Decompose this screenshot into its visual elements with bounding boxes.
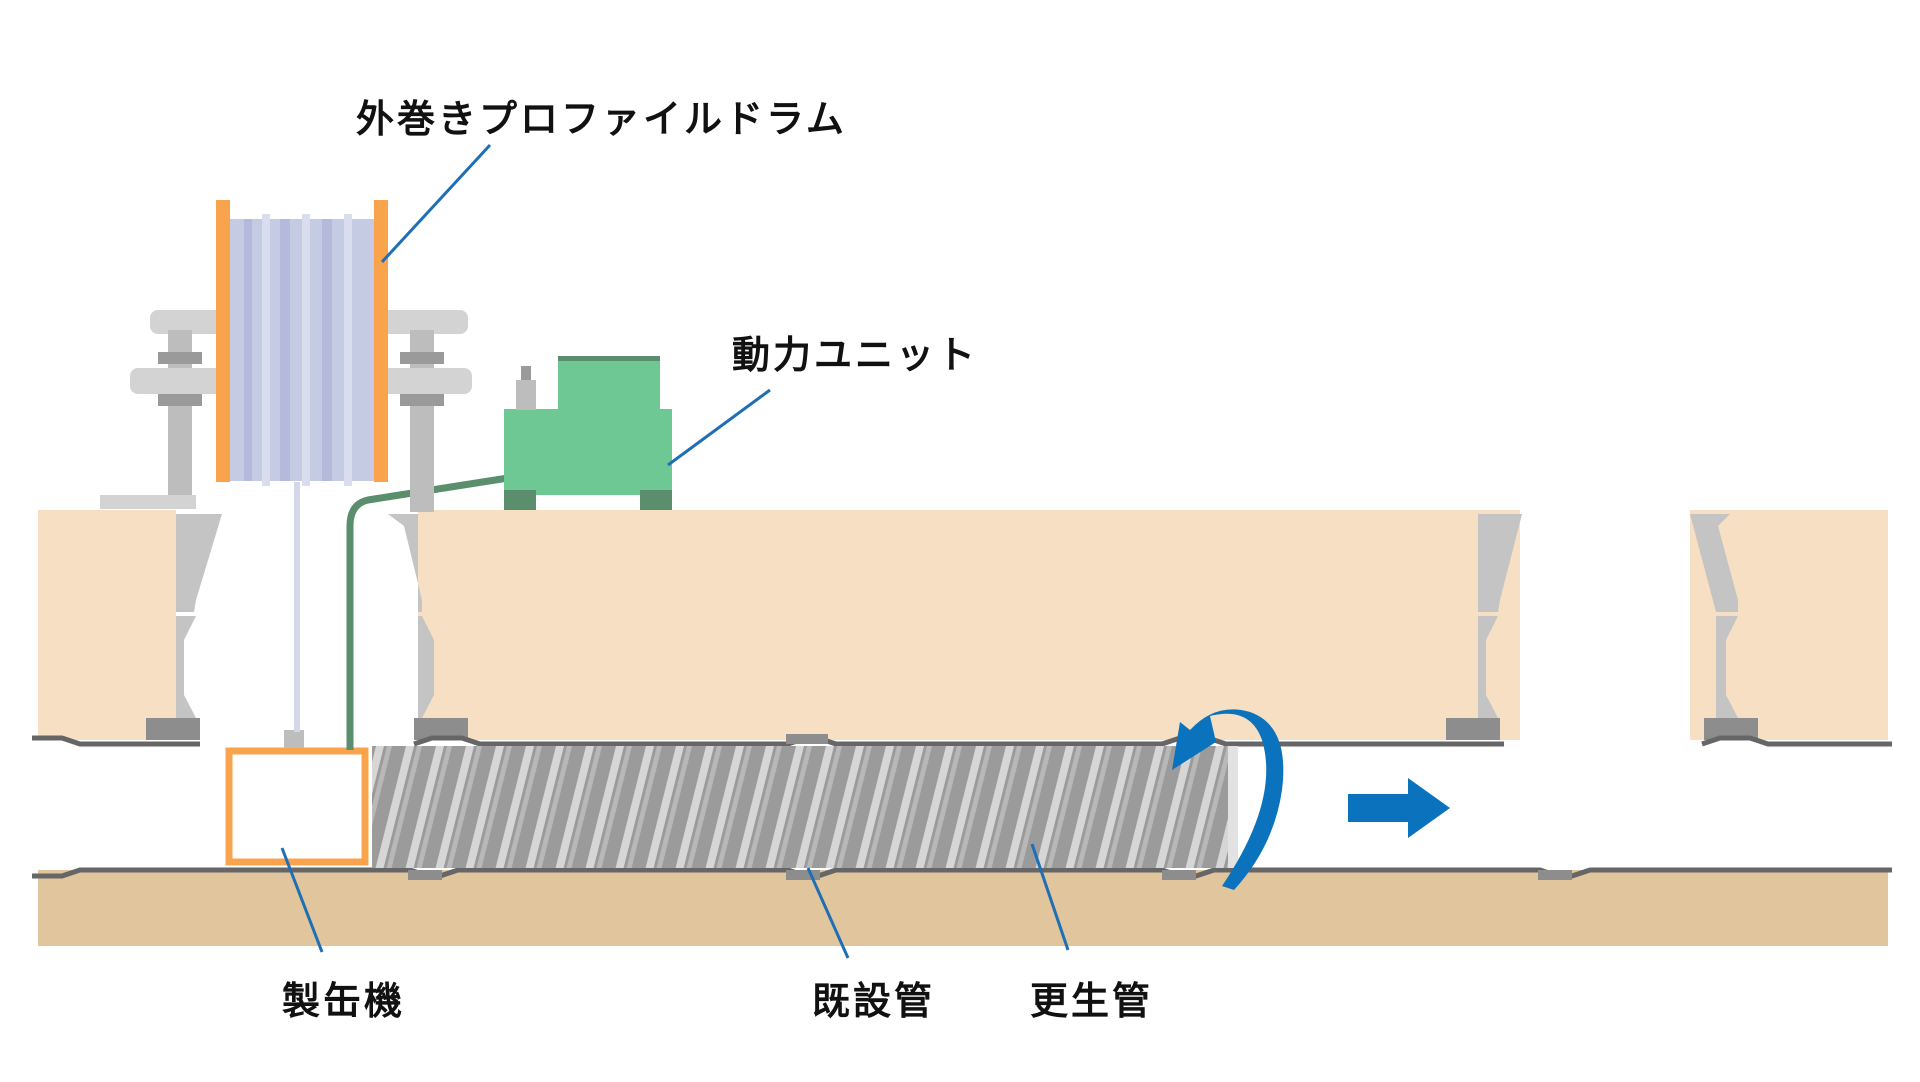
stand-clamp2-left <box>158 394 202 406</box>
power-unit-top <box>558 358 660 416</box>
right-arrow-icon <box>1348 778 1450 838</box>
renewal-pipe-end <box>1228 746 1238 868</box>
profile-drum <box>216 200 388 486</box>
power-unit-body <box>504 409 672 495</box>
renewal-pipe-body <box>372 746 1228 868</box>
stand-wing-right <box>372 368 472 394</box>
manhole-base-4 <box>1704 718 1758 740</box>
power-unit-foot-right <box>640 490 672 510</box>
power-unit-top-edge <box>558 356 660 361</box>
rotation-arrow-icon <box>1172 709 1284 890</box>
drum-stand-right <box>372 310 472 512</box>
power-unit-valve-cap <box>521 366 531 380</box>
stand-wing-left <box>130 368 230 394</box>
stand-clamp-right <box>400 352 444 364</box>
stand-clamp2-right <box>400 394 444 406</box>
renewal-pipe-label: 更生管 <box>1030 979 1154 1023</box>
pipe-joint-3 <box>786 870 820 880</box>
drum-label: 外巻きプロファイルドラム <box>356 97 847 141</box>
drum-flange-left <box>216 200 230 482</box>
leader-machine <box>280 847 324 953</box>
leader-lines <box>280 143 1070 959</box>
soil-upper-left <box>38 510 176 740</box>
machine-connector <box>284 730 304 748</box>
manhole-base-1 <box>146 718 200 740</box>
existing-pipe-label: 既設管 <box>812 979 936 1023</box>
manhole-base-3 <box>1446 718 1500 740</box>
drum-stripe-4 <box>302 214 310 486</box>
power-unit-valve <box>516 380 536 410</box>
drum-stripe-1 <box>244 219 252 481</box>
stand-foot-left <box>100 495 196 509</box>
hydraulic-hose <box>346 474 509 750</box>
direction-arrow-body <box>1348 778 1450 838</box>
pipe-joint-2 <box>408 870 442 880</box>
pipe-joint-1 <box>786 734 828 744</box>
drum-feed-line <box>294 482 300 732</box>
pipe-joint-5 <box>1538 870 1572 880</box>
stand-clamp-left <box>158 352 202 364</box>
stand-bar-right <box>374 310 468 334</box>
power-unit-label: 動力ユニット <box>732 333 979 377</box>
manhole-walls <box>146 514 1758 740</box>
drum-stripe-5 <box>322 219 332 481</box>
soil-layers <box>38 510 1888 946</box>
soil-lower <box>38 870 1888 946</box>
leader-drum <box>380 143 492 264</box>
machine-label: 製缶機 <box>282 979 406 1023</box>
manhole-base-2 <box>414 718 468 740</box>
manhole-wall-right <box>1690 514 1738 728</box>
drum-stripe-3 <box>280 219 290 481</box>
manhole-wall-center-r <box>1478 514 1522 728</box>
manhole-wall-center <box>388 514 434 728</box>
drum-flange-right <box>374 200 388 482</box>
leader-renewal-pipe <box>1030 843 1070 951</box>
rotation-arrow-body <box>1172 709 1284 890</box>
manhole-wall-left <box>176 514 222 728</box>
power-unit-foot-left <box>504 490 536 510</box>
leader-power-unit <box>667 388 771 467</box>
drum-stripe-2 <box>262 214 270 486</box>
machine-frame <box>225 747 369 866</box>
making-machine <box>225 482 369 866</box>
soil-upper-main <box>418 510 1520 740</box>
drum-stripe-6 <box>344 214 352 486</box>
pipe-joint-4 <box>1162 870 1196 880</box>
renewal-pipe <box>372 746 1238 868</box>
leader-existing-pipe <box>806 867 850 959</box>
power-unit <box>504 356 672 510</box>
